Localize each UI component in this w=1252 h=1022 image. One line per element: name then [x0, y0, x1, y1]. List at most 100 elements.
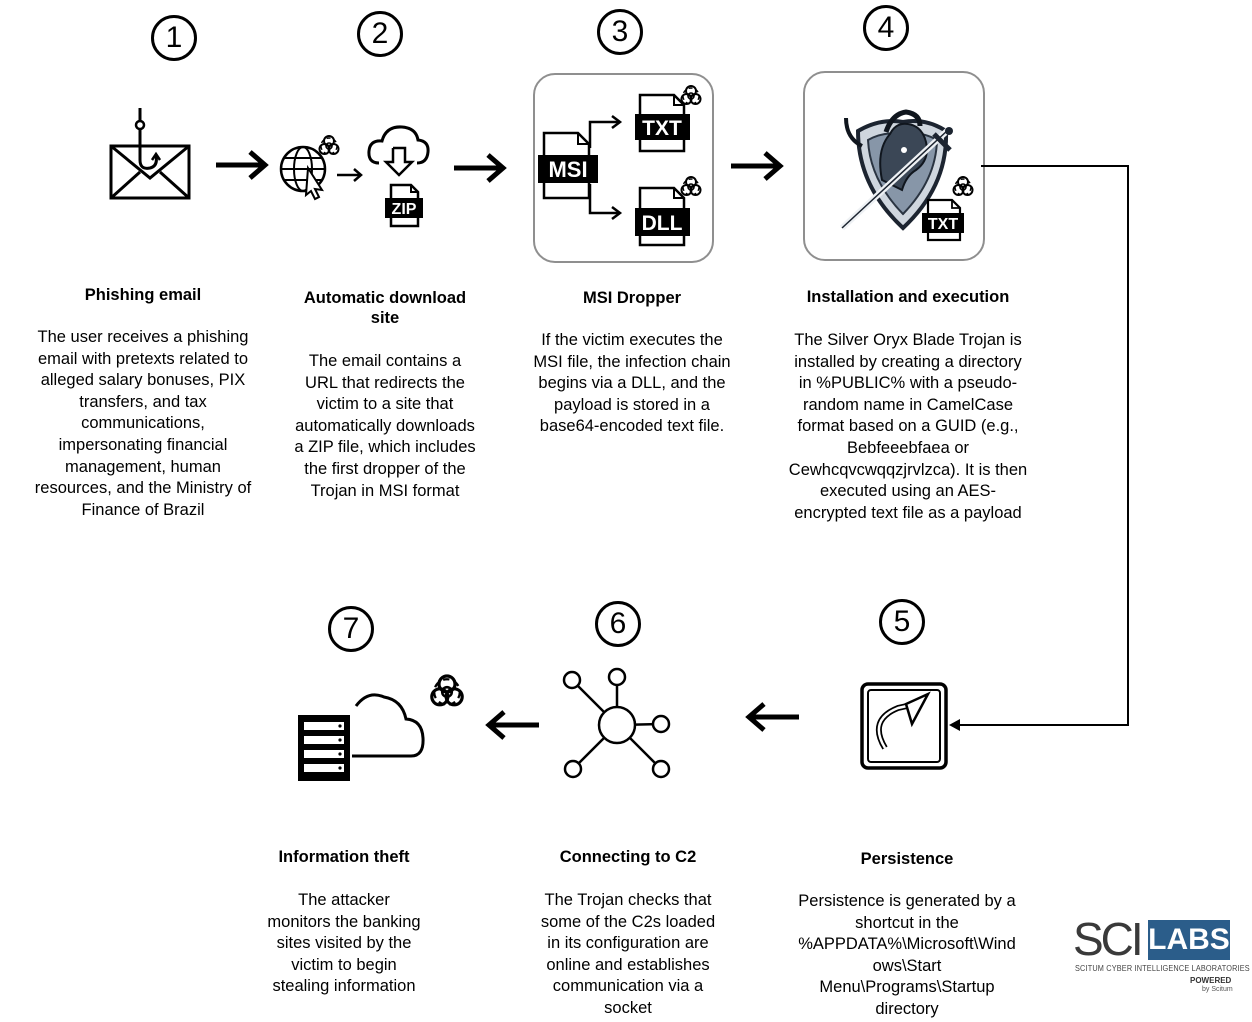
desc-line: transfers, and tax [79, 392, 207, 411]
desc-line: online and establishes [546, 955, 710, 974]
step-6-title: Connecting to C2 [559, 848, 697, 866]
dll-file-icon: DLL [635, 186, 690, 247]
dll-label: DLL [642, 212, 683, 235]
desc-line: URL that redirects the [305, 373, 465, 392]
desc-line: Persistence is generated by a [798, 892, 1016, 910]
desc-line: The attacker [298, 891, 390, 909]
step-4-number: 4 [863, 5, 909, 51]
connector-4-to-5 [949, 165, 1129, 731]
step-6-number: 6 [595, 601, 641, 647]
desc-line: If the victim executes the [541, 331, 723, 349]
desc-line: installed by creating a directory [794, 352, 1022, 371]
step-2-number: 2 [357, 11, 403, 57]
desc-line: directory [875, 999, 939, 1018]
desc-line: some of the C2s loaded [540, 912, 716, 931]
desc-line: Trojan in MSI format [310, 481, 460, 500]
shortcut-icon [860, 682, 948, 770]
desc-line: begins via a DLL, and the [538, 374, 726, 393]
msi-file-icon: MSI [538, 131, 598, 200]
desc-line: Menu\Programs\Startup [819, 978, 995, 997]
desc-line: in %PUBLIC% with a pseudo- [798, 374, 1018, 393]
desc-line: victim to a site that [316, 395, 454, 414]
desc-line: Bebfeeebfaea or [846, 438, 970, 457]
desc-line: The Silver Oryx Blade Trojan is [794, 331, 1022, 349]
logo-labs-badge: LABS [1148, 920, 1230, 960]
desc-line: executed using an AES- [819, 482, 997, 501]
desc-line: MSI file, the infection chain [533, 352, 731, 371]
txt-label: TXT [642, 117, 682, 140]
logo-sci-text: SCI [1073, 913, 1144, 965]
msi-label: MSI [548, 157, 587, 182]
desc-line: Cewhcqvcwqqzjrvlzca). It is then [788, 460, 1028, 479]
desc-line: victim to begin [291, 955, 397, 974]
step-6-description: The Trojan checks that some of the C2s l… [518, 890, 738, 1020]
step-3-description: If the victim executes the MSI file, the… [515, 330, 749, 438]
logo-powered: POWERED [1190, 976, 1232, 985]
step-5-number: 5 [879, 599, 925, 645]
biohazard-icon [318, 135, 340, 155]
arrow-3-to-4 [731, 151, 784, 181]
desc-line: a ZIP file, which includes [294, 438, 476, 457]
txt-label-small: TXT [928, 216, 958, 233]
arrow-2-to-3 [454, 153, 507, 183]
desc-line: base64-encoded text file. [539, 417, 725, 436]
arrow-5-to-6 [745, 702, 799, 732]
step-2-description: The email contains a URL that redirects … [278, 351, 492, 502]
zip-label: ZIP [392, 201, 417, 218]
server-cloud-icon [298, 693, 425, 781]
txt-file-icon: TXT [635, 93, 690, 153]
arrow-globe-to-cloud [337, 168, 363, 182]
desc-line: encrypted text file as a payload [794, 503, 1022, 522]
globe-cursor-icon [279, 145, 327, 201]
step-7-title: Information theft [278, 848, 410, 866]
step-3-title: MSI Dropper [582, 289, 682, 307]
biohazard-icon [430, 674, 464, 707]
desc-line: random name in CamelCase [802, 395, 1013, 414]
network-hub-icon [562, 667, 671, 779]
step-1-title: Phishing email [84, 286, 202, 304]
desc-line: the first dropper of the [304, 459, 466, 478]
desc-line: impersonating financial [58, 435, 228, 454]
msi-branch-arrows [588, 115, 623, 220]
step-2-title: Automatic download site [280, 288, 490, 328]
desc-line: automatically downloads [295, 416, 475, 435]
arrow-6-to-7 [485, 710, 539, 740]
step-2-title-line: Automatic download [303, 289, 467, 307]
desc-line: %APPDATA%\Microsoft\Wind [798, 935, 1016, 954]
desc-line: alleged salary bonuses, PIX [40, 371, 246, 390]
desc-line: payload is stored in a [554, 395, 710, 414]
biohazard-icon [680, 85, 702, 105]
desc-line: in its configuration are [547, 934, 709, 953]
step-5-title: Persistence [860, 850, 954, 868]
desc-line: email with pretexts related to [37, 349, 248, 368]
desc-line: monitors the banking [267, 912, 421, 931]
desc-line: The Trojan checks that [544, 891, 712, 909]
trojan-horse-shield-icon [839, 109, 953, 231]
desc-line: socket [604, 998, 652, 1017]
zip-file-icon: ZIP [385, 183, 423, 228]
logo-subtitle: SCITUM CYBER INTELLIGENCE LABORATORIES [1075, 963, 1250, 973]
desc-line: communications, [81, 414, 205, 433]
desc-line: The user receives a phishing [37, 328, 249, 346]
step-7-number: 7 [328, 606, 374, 652]
desc-line: stealing information [272, 977, 416, 996]
step-4-description: The Silver Oryx Blade Trojan is installe… [768, 330, 1048, 524]
desc-line: The email contains a [308, 352, 462, 370]
step-1-number: 1 [151, 15, 197, 61]
step-3-number: 3 [597, 9, 643, 55]
logo-by: by Scitum [1202, 986, 1233, 993]
step-2-title-line: site [370, 309, 400, 327]
cloud-download-icon [367, 125, 430, 177]
desc-line: ows\Start [872, 956, 942, 975]
step-1-description: The user receives a phishing email with … [18, 327, 268, 521]
desc-line: shortcut in the [855, 913, 959, 932]
desc-line: format based on a GUID (e.g., [797, 417, 1019, 436]
desc-line: communication via a [552, 977, 704, 996]
step-4-title: Installation and execution [806, 288, 1010, 306]
envelope-hook-icon [109, 108, 191, 200]
desc-line: sites visited by the [276, 934, 412, 953]
biohazard-icon [680, 176, 702, 196]
step-5-description: Persistence is generated by a shortcut i… [777, 891, 1037, 1021]
desc-line: Finance of Brazil [81, 500, 205, 519]
